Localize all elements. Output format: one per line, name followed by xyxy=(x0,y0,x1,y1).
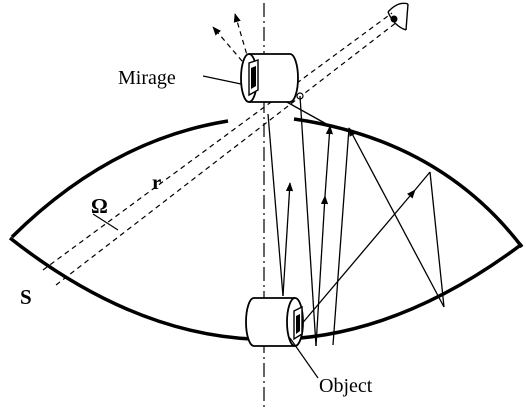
object-label: Object xyxy=(319,375,373,397)
r-label: r xyxy=(152,170,161,194)
mirage-cylinder xyxy=(240,53,299,103)
upper-mirror-right xyxy=(293,117,524,249)
object-cylinder xyxy=(245,297,304,347)
s-label: S xyxy=(20,285,32,309)
object-leader xyxy=(289,337,319,379)
sight-line-lower xyxy=(55,21,398,286)
upper-mirror xyxy=(10,119,229,239)
mirage-label: Mirage xyxy=(118,67,176,89)
eye-icon xyxy=(387,2,409,31)
omega-label: Ω xyxy=(91,194,108,218)
sight-line-upper xyxy=(42,12,393,271)
mirage-leader xyxy=(202,75,242,85)
omega-tick xyxy=(92,213,119,231)
light-rays xyxy=(267,95,445,347)
